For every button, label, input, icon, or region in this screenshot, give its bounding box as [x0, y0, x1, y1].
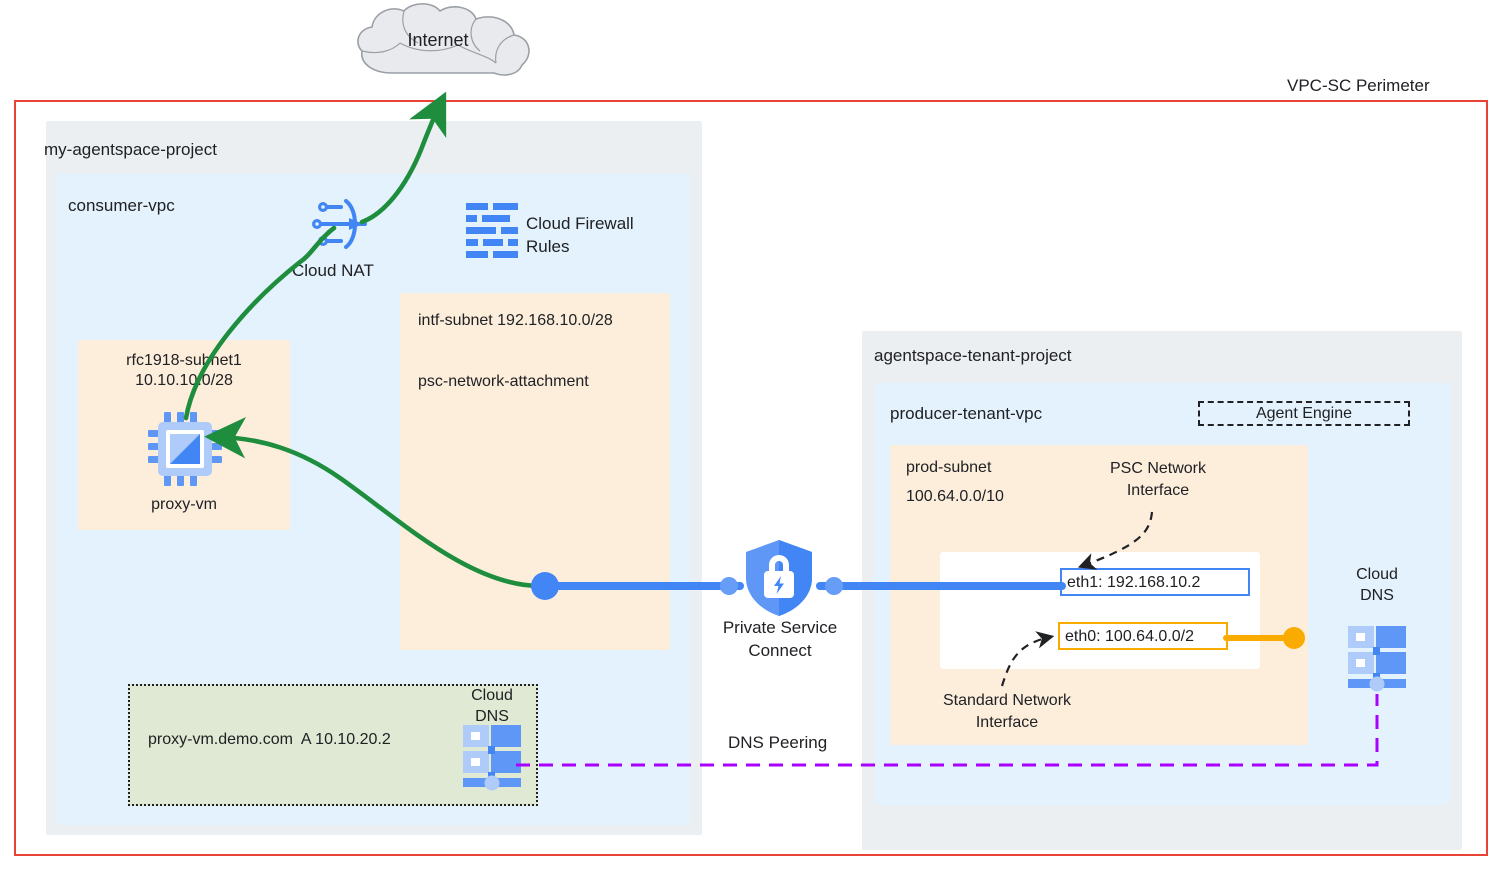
subnet-label-prod-subnet: prod-subnet	[906, 459, 992, 476]
subnet-box-intf-subnet	[400, 293, 670, 650]
subnet-label-prod-subnet-cidr: 100.64.0.0/10	[906, 488, 1004, 505]
vm-chip-icon	[148, 412, 222, 486]
agent-engine-box: Agent Engine	[1198, 401, 1410, 426]
cloud-firewall-icon	[466, 203, 518, 258]
shield-lock-icon	[746, 540, 812, 616]
vpc-sc-perimeter-box	[14, 100, 1488, 856]
nic-eth0-chip: eth0: 100.64.0.0/2	[1058, 622, 1228, 650]
cloud-nat-icon	[312, 199, 367, 249]
dns-peering-label: DNS Peering	[728, 733, 828, 752]
cloud-nat-label: Cloud NAT	[292, 261, 374, 280]
subnet-label-intf-subnet-cidr: intf-subnet 192.168.10.0/28	[418, 312, 613, 329]
project-label-my-agentspace-project: my-agentspace-project	[44, 140, 217, 159]
cloud-dns-icon-right	[1348, 626, 1406, 692]
vpc-label-consumer-vpc: consumer-vpc	[68, 196, 175, 215]
cloud-dns-label-right: Cloud DNS	[1356, 566, 1398, 604]
dns-record-text: proxy-vm.demo.com A 10.10.20.2	[148, 731, 391, 748]
vpc-label-producer-tenant-vpc: producer-tenant-vpc	[890, 404, 1043, 423]
cloud-dns-icon-left	[463, 725, 521, 791]
vm-label-proxy-vm: proxy-vm	[151, 496, 217, 513]
subnet-label-rfc1918-subnet1: rfc1918-subnet1 10.10.10.0/28	[126, 352, 242, 389]
subnet-label-psc-network-attachment: psc-network-attachment	[418, 373, 589, 390]
vpc-sc-perimeter-label: VPC-SC Perimeter	[1287, 76, 1430, 95]
project-label-agentspace-tenant-project: agentspace-tenant-project	[874, 346, 1072, 365]
cloud-dns-label-left: Cloud DNS	[471, 687, 513, 725]
psc-network-interface-annotation: PSC Network Interface	[1109, 460, 1207, 499]
cloud-firewall-rules-label: Cloud Firewall Rules	[526, 214, 634, 256]
standard-network-interface-annotation: Standard Network Interface	[942, 692, 1072, 731]
private-service-connect-label: Private Service Connect	[722, 618, 838, 660]
internet-label: Internet	[407, 30, 469, 50]
cloud-icon	[357, 3, 530, 76]
nic-eth1-chip: eth1: 192.168.10.2	[1060, 568, 1250, 596]
